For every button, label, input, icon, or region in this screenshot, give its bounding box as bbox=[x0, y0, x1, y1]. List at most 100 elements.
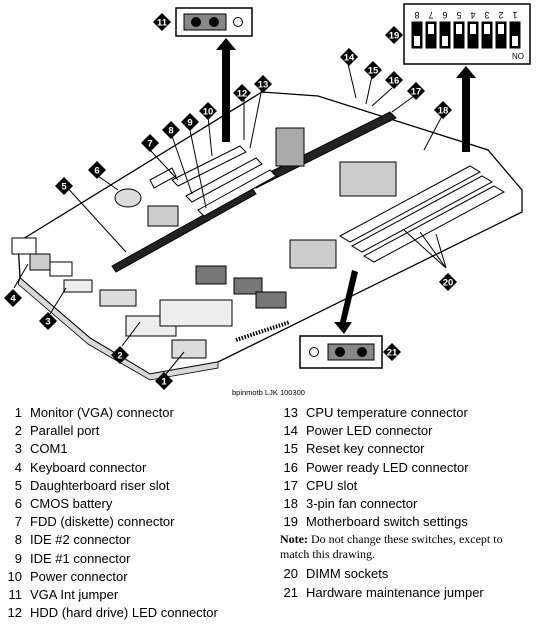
svg-text:17: 17 bbox=[411, 87, 422, 98]
svg-text:18: 18 bbox=[438, 106, 449, 117]
callout-6: 6 bbox=[88, 161, 106, 179]
svg-text:10: 10 bbox=[203, 107, 214, 118]
callout-21: 21 bbox=[383, 343, 401, 361]
legend-item-5: 5 Daughterboard riser slot bbox=[0, 477, 218, 495]
svg-text:3: 3 bbox=[484, 10, 489, 20]
legend-number: 10 bbox=[7, 568, 22, 584]
legend-item-12: 12 HDD (hard drive) LED connector bbox=[0, 604, 218, 622]
vga-int-jumper-inset bbox=[175, 7, 253, 142]
svg-text:11: 11 bbox=[157, 18, 168, 29]
legend-text: IDE #2 connector bbox=[30, 532, 131, 548]
legend-number: 16 bbox=[283, 459, 298, 475]
legend-number: 2 bbox=[14, 423, 22, 439]
svg-text:7: 7 bbox=[428, 10, 433, 20]
leader-lines bbox=[13, 63, 447, 375]
svg-text:12: 12 bbox=[237, 89, 248, 100]
dimm-sockets bbox=[338, 165, 506, 263]
legend-number: 18 bbox=[283, 496, 298, 512]
legend-text: CPU temperature connector bbox=[306, 405, 468, 420]
legend-number: 20 bbox=[283, 566, 298, 582]
callout-16: 16 bbox=[385, 71, 403, 89]
callout-3: 3 bbox=[39, 312, 57, 330]
callout-20: 20 bbox=[439, 273, 457, 291]
legend-item-2: 2 Parallel port bbox=[0, 422, 218, 440]
legend-item-21: 21 Hardware maintenance jumper bbox=[276, 584, 532, 602]
svg-text:6: 6 bbox=[94, 166, 99, 177]
legend-number: 3 bbox=[14, 441, 22, 457]
legend-text: CMOS battery bbox=[30, 496, 113, 512]
legend-number: 5 bbox=[14, 477, 22, 493]
legend-text: Power ready LED connector bbox=[306, 459, 469, 475]
legend-text: HDD (hard drive) LED connector bbox=[30, 605, 218, 621]
legend-item-18: 18 3-pin fan connector bbox=[276, 495, 532, 513]
legend-text: Parallel port bbox=[30, 423, 100, 439]
legend-item-1: 1 Monitor (VGA) connector bbox=[0, 404, 218, 422]
switch-no-label: NO bbox=[512, 52, 524, 61]
svg-text:4: 4 bbox=[470, 10, 475, 20]
svg-text:3: 3 bbox=[45, 317, 50, 328]
legend-number: 12 bbox=[7, 605, 22, 621]
legend-item-8: 8 IDE #2 connector bbox=[0, 531, 218, 549]
svg-text:7: 7 bbox=[147, 139, 152, 150]
svg-text:8: 8 bbox=[414, 10, 419, 20]
svg-text:5: 5 bbox=[61, 182, 67, 193]
svg-text:20: 20 bbox=[443, 278, 454, 289]
callout-2: 2 bbox=[111, 346, 129, 364]
svg-text:15: 15 bbox=[368, 66, 379, 77]
callout-18: 18 bbox=[434, 101, 452, 119]
svg-text:9: 9 bbox=[187, 118, 192, 129]
callout-9: 9 bbox=[181, 113, 199, 131]
svg-text:8: 8 bbox=[168, 126, 173, 137]
legend-text: IDE #1 connector bbox=[30, 550, 131, 566]
legend-number: 21 bbox=[283, 584, 298, 600]
legend-number: 8 bbox=[14, 532, 22, 548]
legend-text: Reset key connector bbox=[306, 441, 425, 457]
motherboard-outline bbox=[17, 91, 523, 375]
svg-text:1: 1 bbox=[161, 377, 167, 388]
callout-7: 7 bbox=[141, 134, 159, 152]
legend-number: 19 bbox=[283, 514, 298, 530]
legend-text: Monitor (VGA) connector bbox=[30, 405, 174, 420]
chips bbox=[147, 127, 397, 327]
legend-text: Daughterboard riser slot bbox=[30, 477, 170, 493]
callout-14: 14 bbox=[340, 48, 358, 66]
hw-maintenance-jumper-inset bbox=[299, 270, 383, 369]
switch-2: 2 bbox=[495, 10, 507, 49]
switch-4: 4 bbox=[467, 10, 479, 49]
cmos-battery bbox=[114, 188, 142, 208]
switch-3: 3 bbox=[481, 10, 493, 49]
legend-number: 6 bbox=[14, 496, 22, 512]
legend-item-6: 6 CMOS battery bbox=[0, 495, 218, 513]
callout-5: 5 bbox=[55, 177, 73, 195]
legend-number: 1 bbox=[14, 405, 22, 420]
callout-19: 19 bbox=[385, 26, 403, 44]
legend-item-3: 3 COM1 bbox=[0, 440, 218, 458]
switch-note: Note: Do not change these switches, exce… bbox=[280, 532, 532, 562]
svg-text:2: 2 bbox=[498, 10, 503, 20]
note-text: Do not change these switches, except to … bbox=[280, 532, 503, 562]
svg-text:2: 2 bbox=[117, 351, 122, 362]
legend-text: VGA Int jumper bbox=[30, 587, 119, 603]
callout-8: 8 bbox=[162, 121, 180, 139]
callout-17: 17 bbox=[407, 82, 425, 100]
legend-number: 14 bbox=[283, 423, 298, 439]
svg-text:14: 14 bbox=[344, 53, 355, 64]
legend-item-10: 10 Power connector bbox=[0, 568, 218, 586]
legend-text: CPU slot bbox=[306, 477, 358, 493]
callout-4: 4 bbox=[4, 289, 22, 307]
legend-number: 7 bbox=[14, 514, 22, 530]
legend-text: Power connector bbox=[30, 568, 128, 584]
svg-text:6: 6 bbox=[442, 10, 447, 20]
legend-text: 3-pin fan connector bbox=[306, 496, 418, 512]
legend-number: 17 bbox=[283, 477, 298, 493]
legend-text: Hardware maintenance jumper bbox=[306, 584, 484, 600]
svg-text:1: 1 bbox=[512, 10, 517, 20]
legend-text: FDD (diskette) connector bbox=[30, 514, 175, 530]
legend-text: COM1 bbox=[30, 441, 68, 457]
